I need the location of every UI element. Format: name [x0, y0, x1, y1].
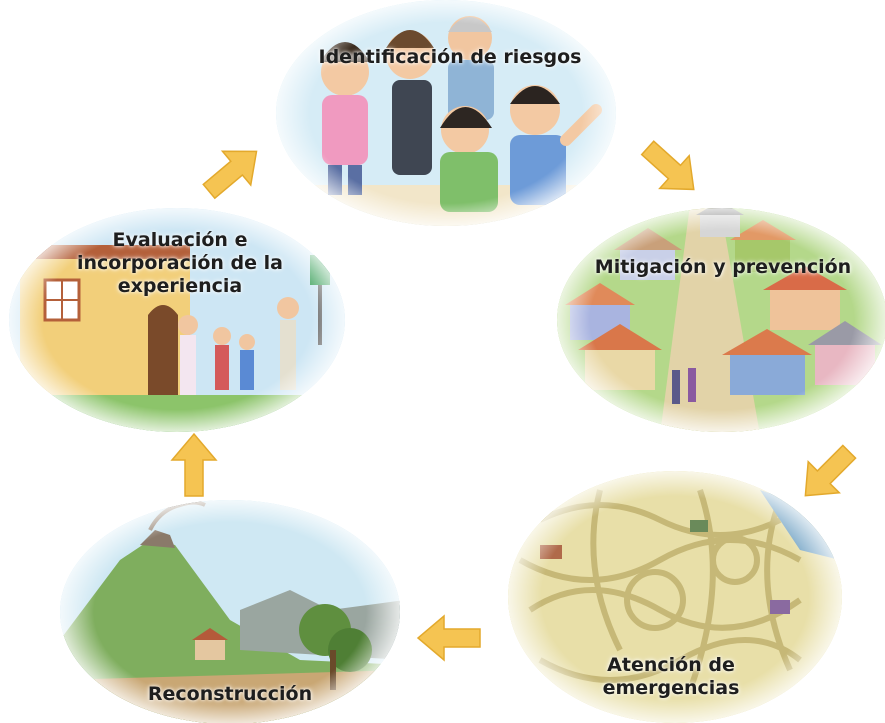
arrow-top-to-right	[640, 140, 695, 191]
stage-label-mitigacion: Mitigación y prevención	[594, 256, 852, 278]
stage-label-atencion: Atención de emergencias	[602, 654, 740, 699]
stage-label-identificacion: Identificación de riesgos	[318, 46, 582, 68]
identificacion-illustration	[276, 0, 616, 226]
reconstruccion-illustration	[60, 500, 400, 723]
arrow-left-to-top	[202, 150, 258, 200]
arrow-bottom-left-to-left	[170, 432, 218, 497]
atencion-illustration	[508, 471, 842, 723]
arrow-bottom-right-to-bottom-left	[416, 614, 481, 662]
mitigacion-illustration	[557, 208, 885, 432]
stage-label-evaluacion: Evaluación e incorporación de la experie…	[77, 229, 283, 297]
evaluacion-illustration	[9, 208, 345, 432]
arrow-right-to-bottom-right	[804, 444, 857, 497]
stage-label-reconstruccion: Reconstrucción	[147, 683, 313, 705]
